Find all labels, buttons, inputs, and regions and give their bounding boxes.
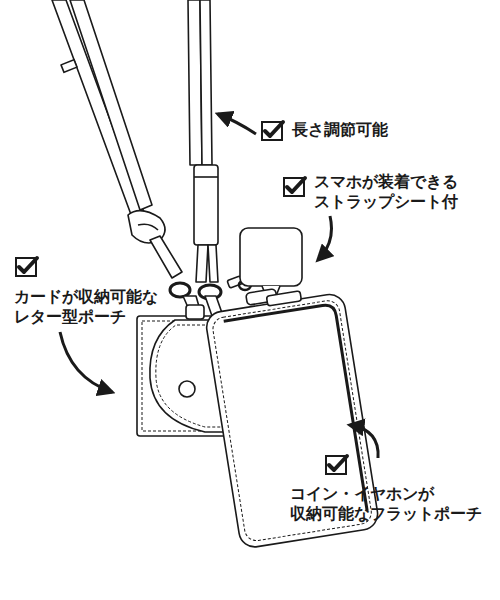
leader-arrow <box>318 216 332 260</box>
check-icon <box>262 122 283 140</box>
callout-text: 長さ調節可能 <box>292 120 404 140</box>
callout-text: カードが収納可能な レター型ポーチ <box>14 287 168 327</box>
check-icon <box>16 258 37 276</box>
callout-text: コイン・イヤホンが 収納可能なフラットポーチ <box>290 484 488 524</box>
leader-arrow <box>60 332 112 392</box>
leader-arrow <box>218 114 256 134</box>
callout-text: スマホが装着できる ストラップシート付 <box>314 172 468 212</box>
leader-arrow <box>350 425 378 458</box>
check-icon <box>326 456 347 474</box>
strap <box>52 0 145 220</box>
strap <box>70 0 152 210</box>
length-adjuster <box>194 165 218 245</box>
phone-strap-sheet <box>240 228 302 286</box>
check-icon <box>284 178 305 196</box>
